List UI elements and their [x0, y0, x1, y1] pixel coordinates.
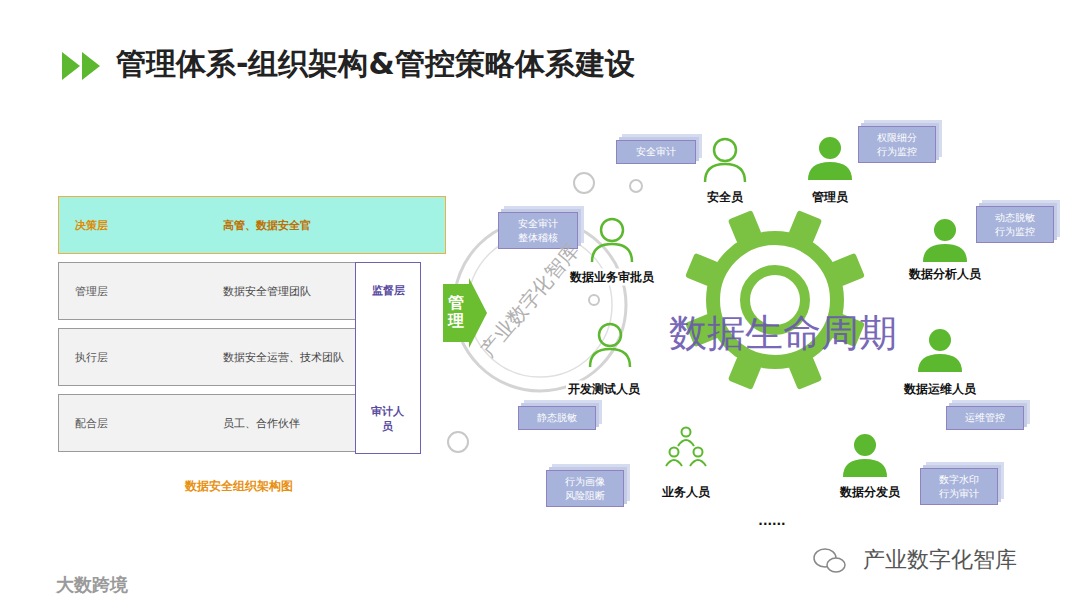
role-icon [694, 448, 703, 457]
deco-circle [574, 173, 594, 193]
role-name: 开发测试人员 [566, 381, 642, 398]
tag-text: 静态脱敏 [536, 411, 579, 425]
role-icon [682, 428, 691, 437]
stamp-watermark: 产业数字化智库 [475, 238, 586, 363]
role-icon [808, 162, 852, 180]
tag-text: 动态脱敏 行为监控 [994, 211, 1037, 238]
strategy-tag: 安全审计 [616, 140, 696, 164]
role-name: 数据分析人员 [907, 266, 983, 283]
tag-text: 运维管控 [964, 411, 1007, 425]
strategy-tag: 运维管控 [946, 406, 1024, 430]
deco-circle [589, 295, 599, 305]
brand-watermark: 大数跨境 [56, 573, 128, 597]
layer-members: 数据安全管理团队 [195, 284, 375, 299]
org-layer-box: 执行层数据安全运营、技术团队 [58, 328, 376, 386]
gear-shape [645, 210, 920, 395]
role-icon [714, 139, 736, 161]
org-layer-box: 管理层数据安全管理团队 [58, 262, 376, 320]
strategy-tag: 行为画像 风险阻断 [546, 470, 624, 507]
role-icon [854, 434, 876, 456]
gear-tooth [831, 313, 865, 347]
strategy-tag: 权限细分 行为监控 [858, 126, 936, 163]
layer-name: 配合层 [75, 416, 195, 431]
figure-caption: 数据安全组织架构图 [185, 478, 293, 495]
layer-name: 执行层 [75, 350, 195, 365]
tag-text: 数字水印 行为审计 [938, 473, 981, 500]
tag-text: 安全审计 整体稽核 [517, 217, 560, 244]
source-watermark: 产业数字化智库 [863, 545, 1017, 575]
title-icon [82, 52, 100, 80]
role-name: 安全员 [705, 189, 745, 206]
role-name: 管理员 [810, 189, 850, 206]
role-icon [918, 354, 962, 372]
gear-label: 数据生命周期 [645, 210, 920, 359]
arrow-label: 管理 [448, 294, 464, 329]
role-icon [590, 349, 630, 367]
role-icon [599, 324, 621, 346]
slide-title: 管理体系-组织架构&管控策略体系建设 [116, 44, 635, 85]
wechat-icon [827, 558, 845, 572]
gear-tooth [685, 313, 719, 347]
layer-members: 高管、数据安全官 [195, 218, 445, 233]
strategy-tag: 动态脱敏 行为监控 [976, 206, 1054, 243]
role-icon [934, 219, 956, 241]
deco-circle [448, 432, 468, 452]
role-icon [666, 460, 682, 466]
tag-text: 安全审计 [635, 145, 678, 159]
layer-name: 决策层 [75, 218, 195, 233]
stamp-ring [468, 233, 612, 377]
org-layer-box: 配合层员工、合作伙伴 [58, 394, 376, 452]
role-name: 数据业务审批员 [568, 269, 656, 286]
lifecycle-gear: 数据生命周期 [645, 210, 920, 395]
gear-shape [713, 238, 837, 362]
org-layer-box: 决策层高管、数据安全官 [58, 196, 446, 254]
ellipsis-note: ...... [758, 514, 785, 528]
role-icon [843, 459, 887, 477]
layer-members: 数据安全运营、技术团队 [195, 350, 375, 365]
tag-text: 权限细分 行为监控 [876, 131, 919, 158]
layer-members: 员工、合作伙伴 [195, 416, 375, 431]
role-icon [923, 244, 967, 262]
tag-text: 行为画像 风险阻断 [564, 475, 607, 502]
layer-members: 审计人员 [369, 404, 406, 435]
role-icon [601, 219, 623, 241]
deco-circle [630, 180, 642, 192]
role-icon [819, 137, 841, 159]
role-name: 业务人员 [660, 484, 712, 501]
role-name: 数据分发员 [838, 484, 902, 501]
gear-shape [745, 270, 805, 330]
title-icon [62, 52, 80, 80]
strategy-tag: 静态脱敏 [518, 406, 596, 430]
role-icon [705, 164, 745, 182]
role-icon [929, 329, 951, 351]
strategy-tag: 数字水印 行为审计 [920, 468, 998, 505]
role-icon [690, 460, 706, 466]
supervision-box: 监督层审计人员 [355, 262, 421, 454]
role-icon [678, 440, 694, 446]
layer-name: 监督层 [356, 283, 420, 298]
role-name: 数据运维人员 [902, 381, 978, 398]
role-icon [670, 448, 679, 457]
role-icon [592, 244, 632, 262]
layer-name: 管理层 [75, 284, 195, 299]
